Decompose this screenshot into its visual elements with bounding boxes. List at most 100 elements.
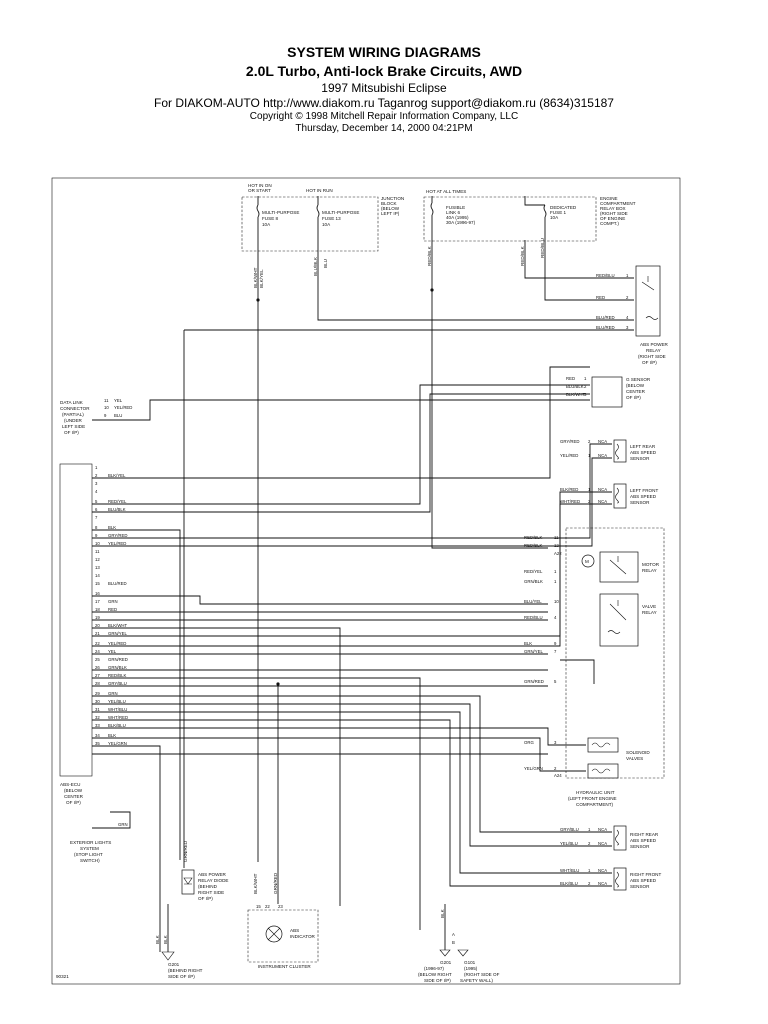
right-front-sensor: RIGHT FRONT ABS SPEED SENSOR [613,867,661,891]
junction-dot-1 [276,682,280,686]
g-sensor: G SENSOR (BELOW CENTER OF I/P) [591,376,651,408]
vehicle-name: 1997 Mitsubishi Eclipse [321,81,447,95]
rr-label-2: ABS SPEED [630,838,657,843]
hyd-wire-1: RED/BLK [524,543,543,548]
relay-wire-1: RED [596,295,605,300]
ecu-pin-13: 13 [95,565,100,570]
ext-label-4: SWITCH) [80,858,100,863]
left-front-sensor: LEFT FRONT ABS SPEED SENSOR [613,483,658,509]
lr-label-3: SENSOR [630,456,650,461]
ecu-pin-29: 29 [95,691,100,696]
ecu-wire-2: BLK/YEL [108,473,126,478]
engine-relay-box: HOT AT ALL TIMES FUSIBLE LINK 6 40A (199… [423,189,636,242]
dedicated-label-3: 10A [550,215,559,220]
lf-pin-1: 2 [588,499,591,504]
ecu-wire-21: GRN/YEL [108,631,127,636]
ecu-pin-19: 19 [95,615,100,620]
ground-pin-b: B [452,940,455,945]
junction-dot-3 [430,288,434,292]
wire-fusible-hyd [431,240,548,549]
ecu-pin-26: 26 [95,665,100,670]
ecu-pin-18: 18 [95,607,100,612]
dlc-pin-2: 9 [104,413,107,418]
diode-label-4: RIGHT SIDE [198,890,224,895]
wire-ecu30 [92,711,612,874]
rr-wire-0: GRY/BLU [560,827,579,832]
wire-ecu6 [92,393,590,513]
vlabel-blk-3: BLK [440,908,445,918]
solenoid-icon [587,737,619,753]
wire-label-f13-2: BLU [323,259,328,268]
rf-label-2: ABS SPEED [630,878,657,883]
abs-power-relay-diode: ABS POWER RELAY DIODE (BEHIND RIGHT SIDE… [181,869,228,901]
ground-g201-g101: G201 (1996-97) (BELOW RIGHT SIDE OF I/P)… [418,932,500,983]
ecu-wire-27: RED/BLK [108,673,127,678]
junction-label-3: (BELOW [381,206,400,211]
hydraulic-label-2: (LEFT FRONT ENGINE [568,796,617,801]
gs-pin-0: 1 [584,376,587,381]
wire-ecu15 [92,595,548,605]
cluster-pin-3: 23 [278,904,283,909]
rr-nca-0: NCA [598,827,607,832]
dlc-wire-1: YEL/RED [114,405,132,410]
fuse8-label-2: FUSE 8 [262,216,279,221]
engine-box-label-2: COMPARTMENT [600,201,636,206]
rf-nca-1: NCA [598,881,607,886]
g-sensor-label-1: G SENSOR [626,377,651,382]
wire-network [92,240,634,952]
dlc-pin-0: 11 [104,398,109,403]
hyd-wire-11: YEL/GRN [524,766,543,771]
g201-label-1: G201 [168,962,180,967]
g101-label-3: (RIGHT SIDE OF [464,972,500,977]
g101-label-1: G101 [464,960,476,965]
ecu-pin-1: 1 [95,465,98,470]
dlc-label-6: OF I/P) [64,430,79,435]
ecu-wire-15: BLU/RED [108,581,127,586]
rr-pin-0: 1 [588,827,591,832]
wire-ecu2-gsensor [92,366,590,479]
fuse8-label-3: 10A [262,222,271,227]
lf-wire-1: WHT/RED [560,499,580,504]
right-rear-sensor: RIGHT REAR ABS SPEED SENSOR [613,825,659,851]
diode-label-2: RELAY DIODE [198,878,228,883]
lr-label-2: ABS SPEED [630,450,657,455]
lf-label-1: LEFT FRONT [630,488,658,493]
hyd-wire-10: ORG [524,740,534,745]
ecu-wire-9: GRY/RED [108,533,128,538]
wire-ecu8-blk [92,529,181,860]
hyd-pin-10: 3 [554,740,557,745]
junction-label-2: BLOCK [381,201,398,206]
ecu-wire-25: GRN/RED [108,657,128,662]
wire-ecu20 [92,627,341,906]
junction-label-4: LEFT IP) [381,211,400,216]
lr-label-1: LEFT REAR [630,444,656,449]
ecu-pin-4: 4 [95,489,98,494]
wire-label-df2: RED/BLU [540,238,545,258]
ecu-pin-3: 3 [95,481,98,486]
junction-dot-2 [256,298,260,302]
wire-ecu22 [92,503,612,647]
engine-box-label-3: RELAY BOX [600,206,626,211]
hyd-pin-5: 10 [554,599,559,604]
wire-dlc [92,399,590,421]
solenoid-label-1: SOLENOID [626,750,650,755]
fuse8-label-1: MULTI-PURPOSE [262,210,299,215]
relay-pin-1: 2 [626,295,629,300]
wire-label-df: RED/BLK [520,245,525,266]
wire-ecu26 [92,677,421,930]
gs-pin-2: 3 [584,392,587,397]
ecu-wire-28: GRY/BLU [108,681,127,686]
lf-wire-0: BLK/RED [560,487,578,492]
copyright-line: Copyright © 1998 Mitchell Repair Informa… [249,111,519,122]
dlc-wire-2: BLU [114,413,122,418]
hyd-pin-7: 9 [554,641,557,646]
ecu-wire-6: BLU/BLK [108,507,126,512]
wire-label-f8-1: BLK/WHT [253,267,258,288]
rf-wire-1: BLK/BLU [560,881,578,886]
wire-ecu5 [92,384,590,505]
diode-label-1: ABS POWER [198,872,227,877]
fuse13-label-2: FUSE 13 [322,216,341,221]
hyd-pin-0: 11 [554,535,559,540]
lr-nca-1: NCA [598,453,607,458]
ecu-wire-18: RED [108,607,117,612]
